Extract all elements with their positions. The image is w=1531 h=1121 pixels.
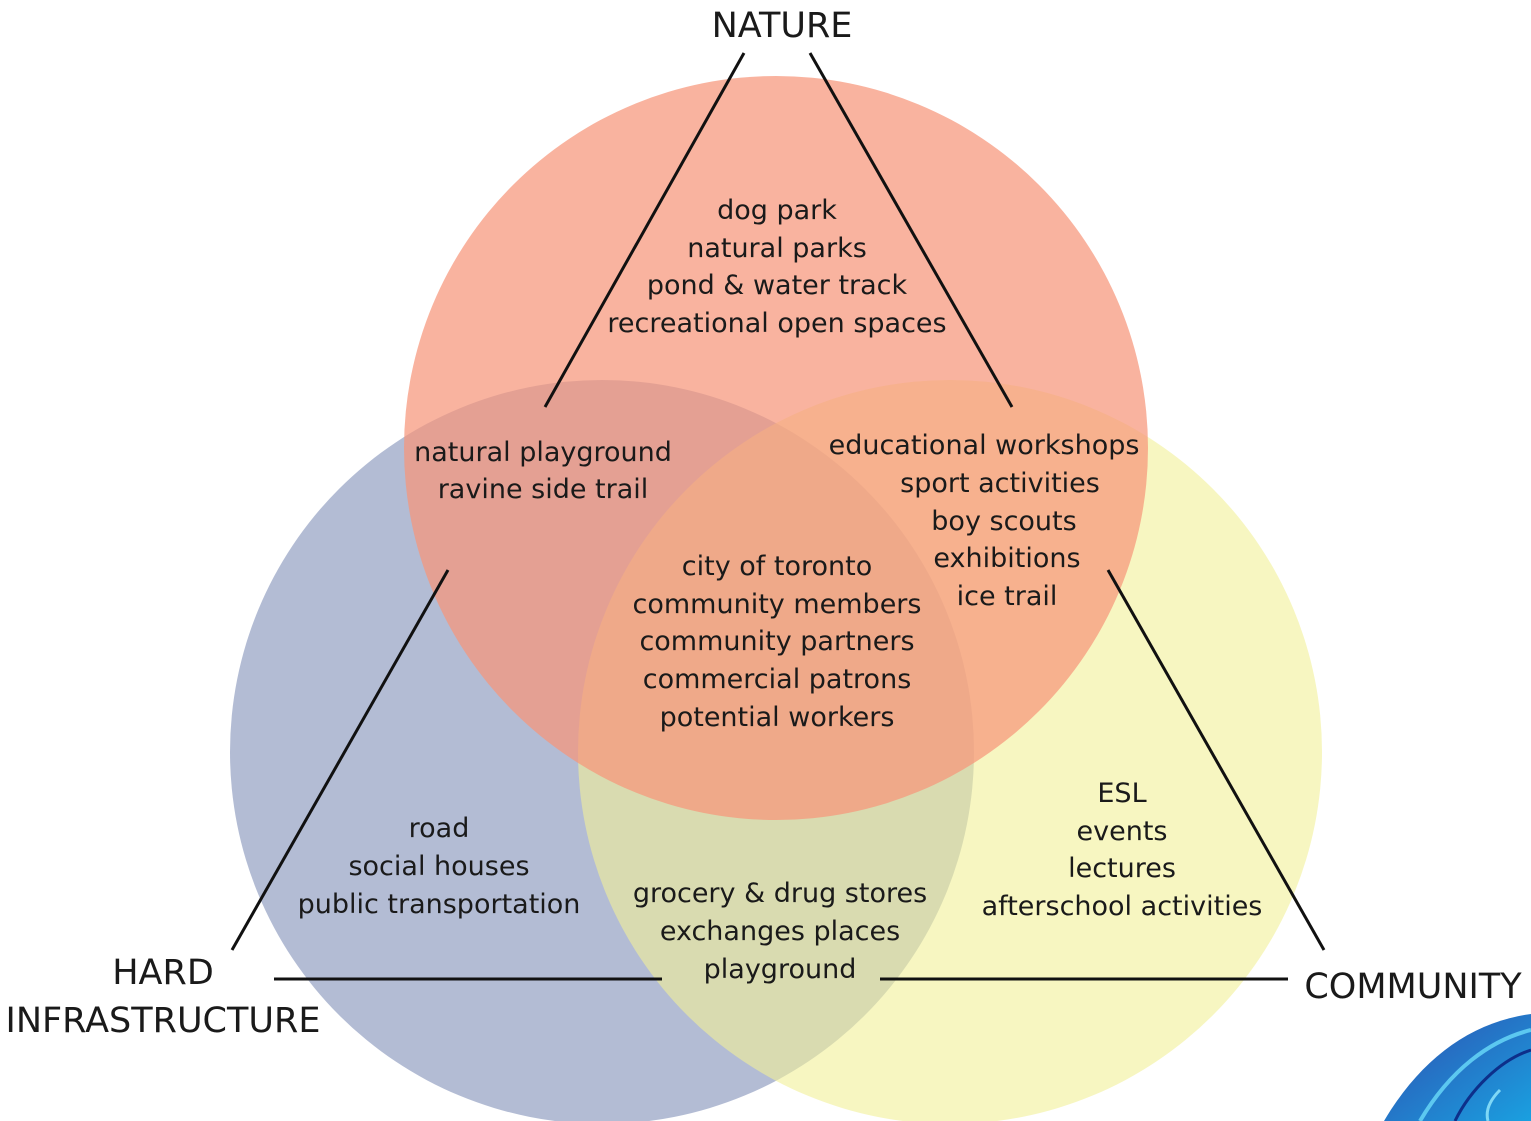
nature-only-item: natural parks [687,233,867,264]
nature-community-item: sport activities [900,468,1100,499]
hard-only-item: social houses [348,851,529,882]
community-only-item: lectures [1068,853,1176,884]
nature-community-item: exhibitions [933,543,1080,574]
nature-hard-item: ravine side trail [438,474,649,505]
nature-community-item: educational workshops [829,430,1140,461]
hard-infrastructure-label-line1: HARD [112,953,214,993]
community-only-item: afterschool activities [982,891,1263,922]
nature-only-item: pond & water track [647,270,908,301]
nature-only-item: dog park [717,195,837,226]
center-item: commercial patrons [643,664,912,695]
hard-community-item: exchanges places [660,916,900,947]
community-diagonal-line [1106,569,1326,951]
nature-community-item: boy scouts [931,506,1076,537]
center-item: city of toronto [682,551,872,582]
nature-hard-item: natural playground [414,437,672,468]
nature-right-line [808,52,1014,408]
center-item: community members [633,589,922,620]
community-label: COMMUNITY [1304,967,1522,1007]
center-item: community partners [639,626,914,657]
community-only-item: events [1077,816,1168,847]
center-item: potential workers [660,702,895,733]
community-only-item: ESL [1097,778,1146,809]
nature-community-item: ice trail [957,581,1058,612]
hard-diagonal-line [230,569,450,951]
nature-only-item: recreational open spaces [607,308,946,339]
hard-infrastructure-label-line2: INFRASTRUCTURE [6,1001,321,1041]
blue-swirl-logo [1384,1014,1531,1121]
hard-community-item: grocery & drug stores [633,878,927,909]
hard-community-item: playground [704,954,857,985]
hard-only-item: road [409,813,470,844]
nature-label: NATURE [712,6,853,46]
nature-circle [404,76,1148,820]
hard-only-item: public transportation [298,889,581,920]
nature-left-line [543,52,746,408]
